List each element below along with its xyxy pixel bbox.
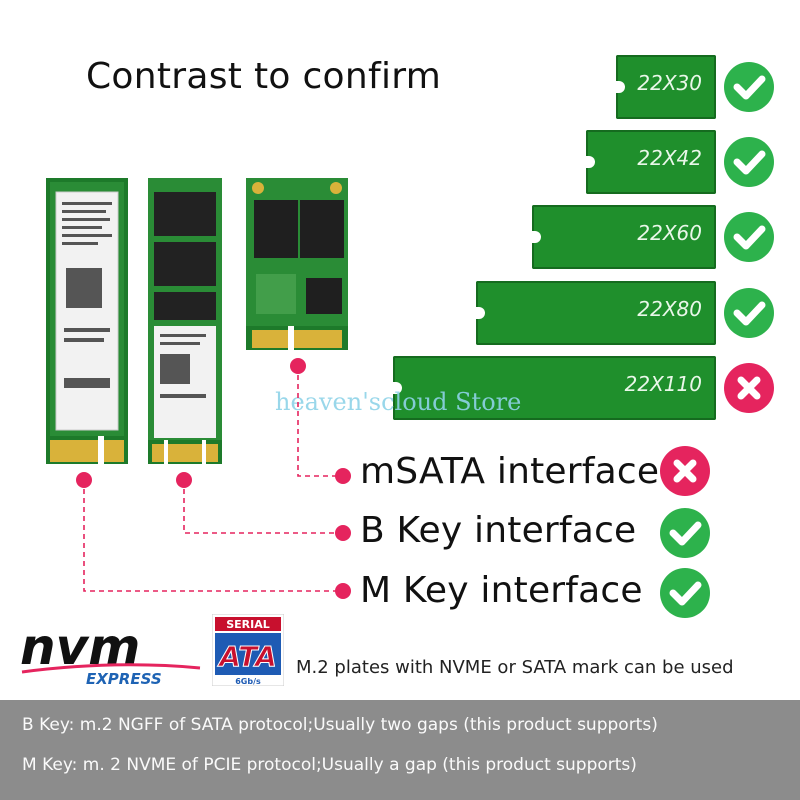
page-title: Contrast to confirm <box>86 56 442 97</box>
sata-speed-text: 6Gb/s <box>235 677 261 686</box>
msata-ssd-card <box>246 178 348 350</box>
size-label: 22X80 <box>637 297 702 321</box>
size-bar-22x110: 22X110 <box>392 356 716 420</box>
interface-label-bkey: B Key interface <box>360 510 637 551</box>
nvm-express-logo: nvm EXPRESS <box>20 620 201 688</box>
check-icon <box>724 137 774 187</box>
sata-m2-ssd-card <box>148 178 222 464</box>
size-bar-22x80: 22X80 <box>475 281 716 345</box>
interface-label-mkey: M Key interface <box>360 570 643 611</box>
serial-ata-logo: SERIAL ATA 6Gb/s <box>212 614 284 686</box>
check-icon <box>660 568 710 618</box>
cross-icon <box>660 446 710 496</box>
size-label: 22X42 <box>637 146 702 170</box>
bar-notch <box>392 382 402 394</box>
footer-b-key: B Key: m.2 NGFF of SATA protocol;Usually… <box>22 715 658 735</box>
bar-notch <box>585 156 595 168</box>
size-label: 22X110 <box>624 372 702 396</box>
interface-label-msata: mSATA interface <box>360 451 660 492</box>
size-bar-22x30: 22X30 <box>615 55 716 119</box>
size-bar-22x42: 22X42 <box>585 130 716 194</box>
express-logo-text: EXPRESS <box>86 670 162 688</box>
check-icon <box>724 212 774 262</box>
bar-notch <box>531 231 541 243</box>
bar-notch <box>475 307 485 319</box>
mark-note: M.2 plates with NVME or SATA mark can be… <box>296 657 734 678</box>
bar-notch <box>615 81 625 93</box>
footer-m-key: M Key: m. 2 NVME of PCIE protocol;Usuall… <box>22 755 637 775</box>
size-label: 22X60 <box>637 221 702 245</box>
size-bar-22x60: 22X60 <box>531 205 716 269</box>
cross-icon <box>724 363 774 413</box>
check-icon <box>724 62 774 112</box>
sata-main-text: ATA <box>217 640 277 673</box>
size-label: 22X30 <box>637 71 702 95</box>
sata-top-text: SERIAL <box>226 618 270 631</box>
footer-panel: B Key: m.2 NGFF of SATA protocol;Usually… <box>0 700 800 800</box>
nvme-ssd-card <box>46 178 128 464</box>
watermark: heaven'scloud Store <box>275 388 522 416</box>
check-icon <box>660 508 710 558</box>
check-icon <box>724 288 774 338</box>
